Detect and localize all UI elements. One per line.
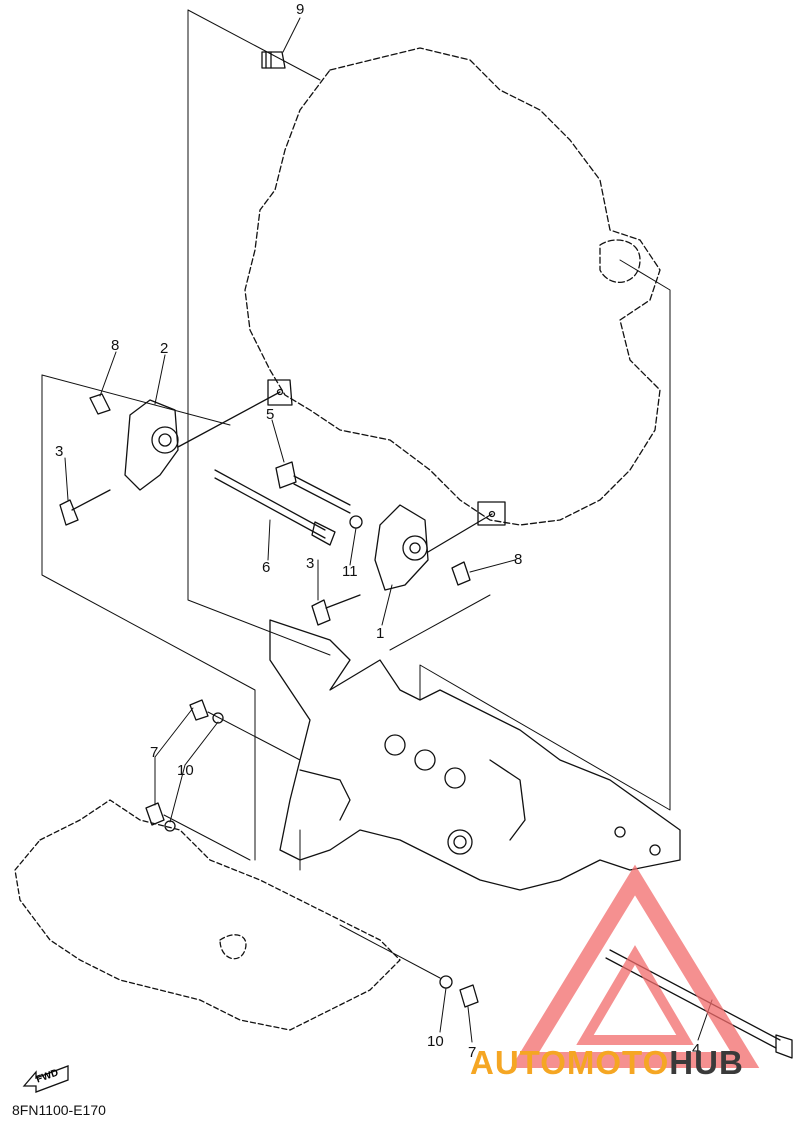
bolt-9 <box>261 51 286 69</box>
callout-2: 2 <box>160 340 169 357</box>
callout-10b: 10 <box>427 1033 444 1050</box>
callout-7: 7 <box>150 744 159 761</box>
watermark-triangle <box>510 864 760 1068</box>
leader-lines <box>64 17 713 1043</box>
callout-5: 5 <box>266 406 275 423</box>
bolt-3-left <box>59 489 111 526</box>
nut-7-bottom <box>459 984 479 1008</box>
engine-tabs <box>267 379 506 526</box>
callout-11: 11 <box>342 563 358 580</box>
callout-7b: 7 <box>468 1044 477 1061</box>
frame-lower <box>14 799 401 1031</box>
callout-4: 4 <box>692 1041 701 1058</box>
callout-3: 3 <box>55 443 64 460</box>
nut-7-upper <box>189 699 209 721</box>
callout-3b: 3 <box>306 555 315 572</box>
nut-8-left <box>89 393 111 415</box>
fwd-arrow-icon: FWD <box>22 1062 72 1094</box>
callout-10: 10 <box>177 762 194 779</box>
stud-6 <box>214 469 336 546</box>
washer-10-bottom <box>439 975 453 989</box>
watermark-part2: HUB <box>669 1044 744 1081</box>
bolt-3-right <box>311 594 361 626</box>
watermark-logo: AUTOMOTOHUB <box>470 1044 744 1082</box>
engine-outline <box>244 47 661 526</box>
callout-8: 8 <box>111 337 120 354</box>
callout-8b: 8 <box>514 551 523 568</box>
nut-7-lower <box>145 802 165 826</box>
phantom-lines <box>41 9 671 871</box>
nut-8-right <box>451 561 471 586</box>
engine-mount-2 <box>124 391 281 491</box>
callout-9: 9 <box>296 1 305 18</box>
washer-11 <box>349 515 363 529</box>
frame-crossmember <box>269 619 681 891</box>
bolt-5 <box>275 461 351 514</box>
callout-1: 1 <box>376 625 385 642</box>
callout-6: 6 <box>262 559 271 576</box>
watermark-part1: AUTOMOTO <box>470 1044 670 1081</box>
diagram-code: 8FN1100-E170 <box>12 1102 106 1118</box>
engine-mount-1 <box>374 504 493 591</box>
washer-10-upper <box>212 712 224 724</box>
